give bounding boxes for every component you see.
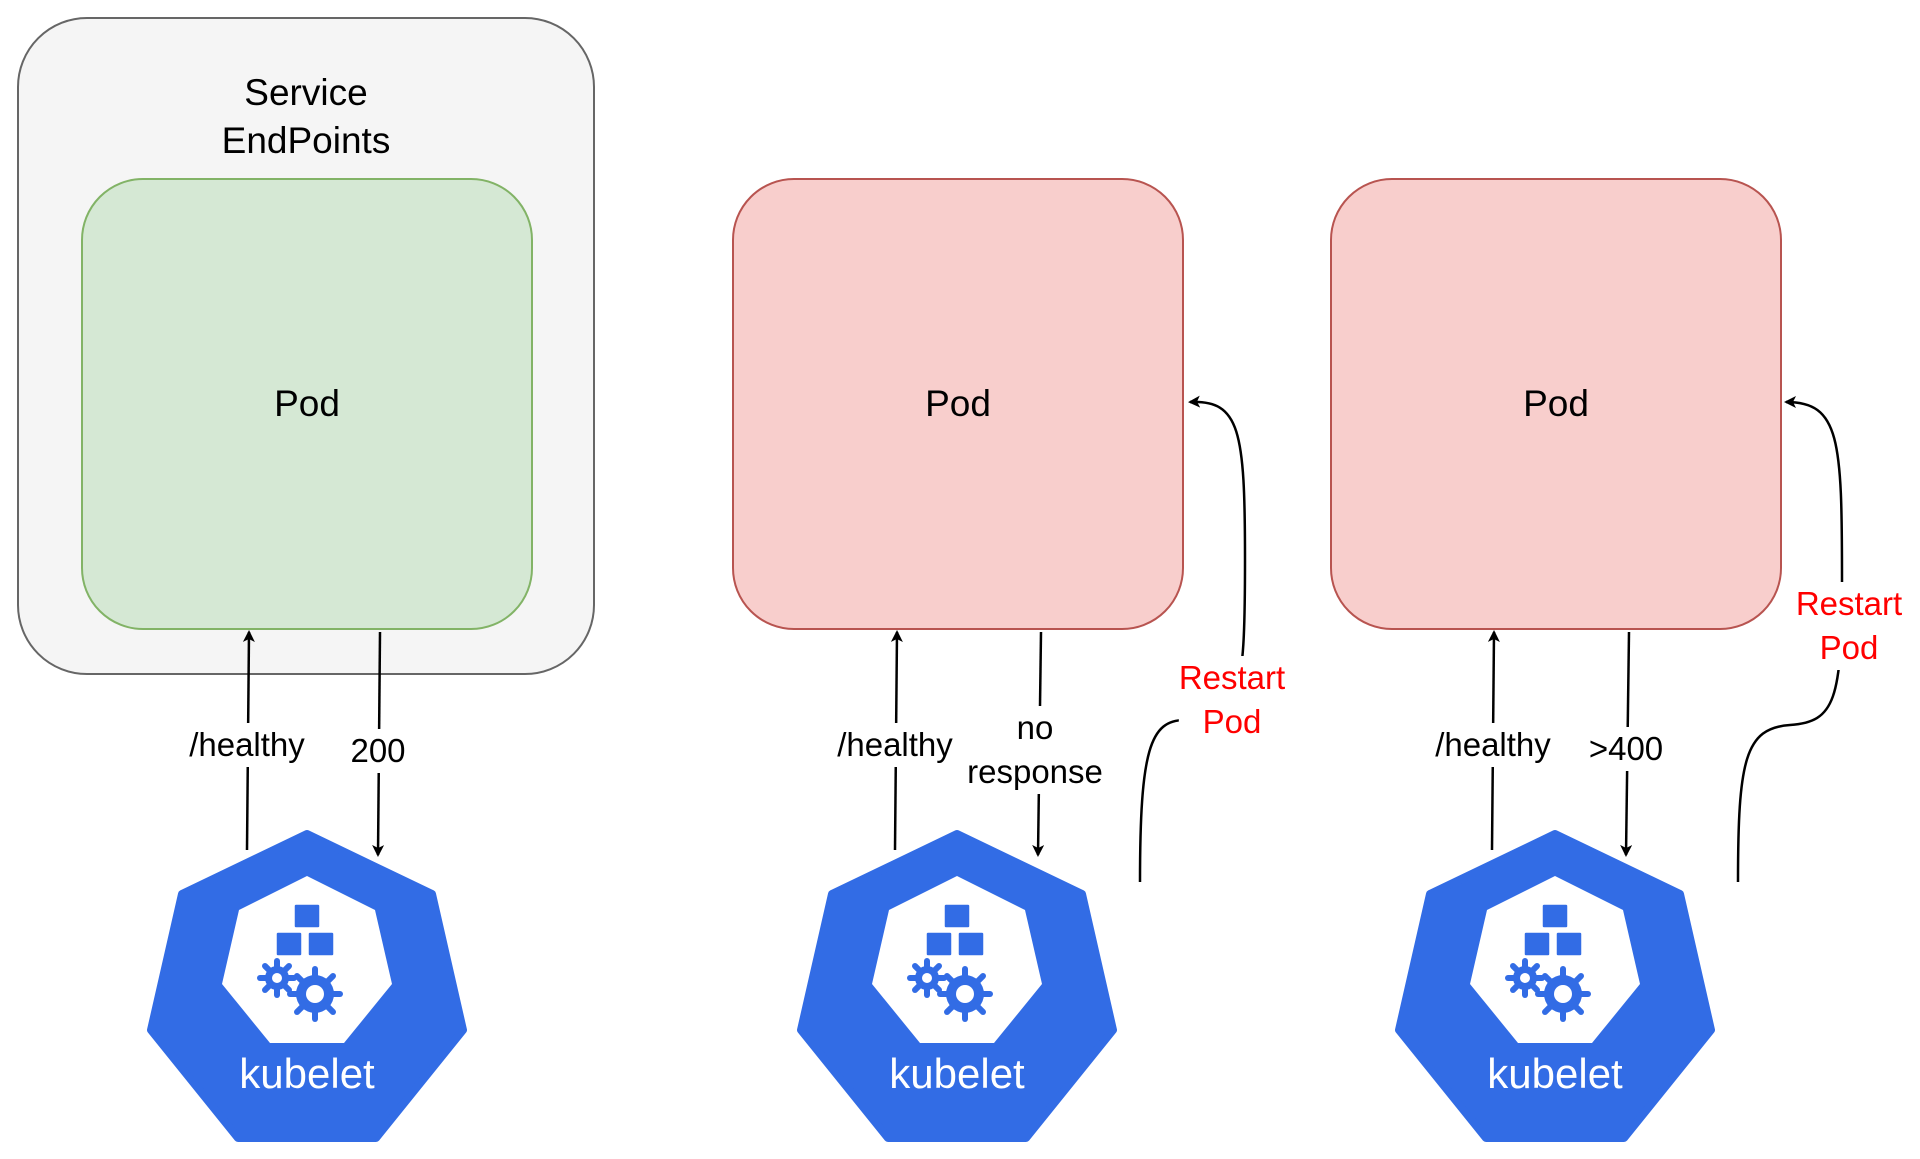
pod-label: Pod (1523, 383, 1589, 424)
pod-no-response: Pod (732, 178, 1184, 630)
restart-label-line1: Restart (1178, 659, 1286, 696)
service-title-line1: Service (244, 72, 368, 113)
kubelet-heptagon-icon (797, 830, 1117, 1142)
probe-response-line2: response (967, 753, 1103, 790)
kubelet-heptagon-icon (147, 830, 467, 1142)
probe-request-label: /healthy (1435, 723, 1551, 767)
service-title: Service EndPoints (19, 69, 593, 165)
restart-label-line2: Pod (1819, 629, 1879, 666)
kubelet-icon: kubelet (1395, 828, 1715, 1144)
kubelet-label: kubelet (1487, 1050, 1623, 1097)
pod-label: Pod (274, 383, 340, 424)
probe-request-label: /healthy (189, 723, 305, 767)
probe-response-label: 200 (350, 729, 406, 773)
kubelet-heptagon-icon (1395, 830, 1715, 1142)
probe-request-label: /healthy (837, 723, 953, 767)
kubelet-label: kubelet (239, 1050, 375, 1097)
kubelet-icon: kubelet (797, 828, 1117, 1144)
pod-error-response: Pod (1330, 178, 1782, 630)
restart-arrow (1736, 396, 1844, 883)
probe-response-line1: no (1016, 709, 1054, 746)
pod-label: Pod (925, 383, 991, 424)
kubelet-label: kubelet (889, 1050, 1025, 1097)
restart-pod-label: Restart Pod (1178, 656, 1286, 744)
restart-arrow (1138, 395, 1247, 883)
pod-healthy: Pod (81, 178, 533, 630)
probe-response-label: no response (967, 706, 1103, 794)
restart-pod-label: Restart Pod (1795, 582, 1903, 670)
service-title-line2: EndPoints (221, 120, 391, 161)
kubelet-icon: kubelet (147, 828, 467, 1144)
restart-label-line2: Pod (1202, 703, 1262, 740)
restart-label-line1: Restart (1795, 585, 1903, 622)
probe-response-label: >400 (1588, 727, 1664, 771)
